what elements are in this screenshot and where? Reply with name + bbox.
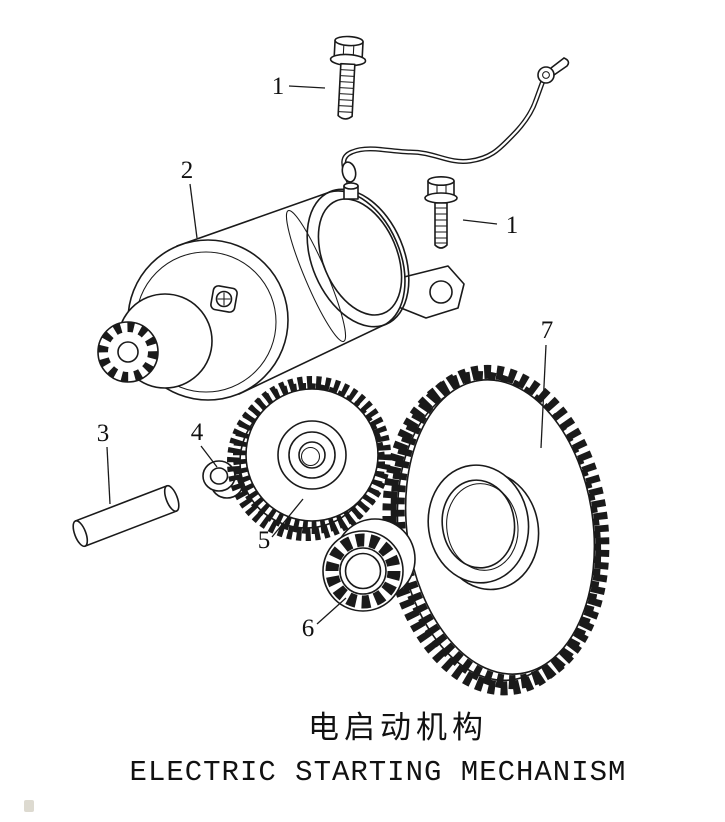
callout-number: 5 [258,527,271,554]
part-driven-gear [382,364,610,696]
pin-body [74,485,178,547]
spline-shaft-end [117,341,139,363]
gear7-bore [441,479,516,569]
callout-number: 6 [302,615,315,642]
bushing-bore [209,467,229,485]
gear5-bore [298,441,326,469]
screw-cross [217,292,231,306]
gear5-hub-ring-inner [288,431,336,479]
spline-teeth [98,322,158,382]
callout-driven-gear: 7 [540,317,554,449]
terminal-boot [341,161,357,183]
title-english: ELECTRIC STARTING MECHANISM [130,756,627,789]
leader-line [189,183,198,239]
callout-motor: 2 [181,157,198,239]
callout-bolt-lower: 1 [462,212,519,239]
bracket-hole [429,280,453,304]
callout-number: 3 [97,420,110,447]
bolt-flange [424,192,458,204]
gear5-teeth [233,376,391,534]
leader-line [271,498,304,538]
callout-pin: 3 [97,420,111,505]
part-one-way-clutch [322,518,416,612]
callout-number: 2 [181,157,194,184]
part-dowel-pin [72,484,180,548]
bolt-shank [337,62,356,120]
callout-bushing: 4 [191,419,218,468]
callout-bolt-upper: 1 [272,73,326,100]
motor-terminal-top [343,182,359,190]
clutch-inner-race [339,547,387,595]
wire-lead [341,57,570,193]
part-bolt-upper [329,35,367,120]
leader-line [316,597,347,625]
bolt-threads [434,207,448,244]
bolt-head-top [427,176,455,187]
motor-body-seam [285,209,347,343]
part-bolt-lower [424,176,458,249]
bolt-threads [337,69,356,113]
clutch-bore [344,552,382,590]
ring-terminal [537,66,555,84]
leader-line [200,445,218,468]
pin-end-far [163,484,180,512]
leader-line [106,446,111,505]
callout-number: 4 [191,419,204,446]
clutch-rollers [325,533,401,609]
gear5-bore-wall [300,446,321,467]
corner-watermark [24,800,34,812]
leader-line [540,344,547,449]
callout-one-way-clutch: 6 [302,597,347,642]
gear7-bore-wall [446,483,519,571]
bolt-head-top [334,35,364,47]
leader-line [288,85,326,89]
terminal-fork [550,57,570,76]
gear5-hub-ring [277,420,347,490]
callout-number: 1 [272,73,285,100]
motor-rear-cap [306,188,410,328]
part-idler-gear [227,376,391,541]
pin-end-near [72,520,89,548]
title-chinese: 电启动机构 [308,710,488,745]
ring-terminal-hole [542,71,550,79]
leader-line [462,219,498,225]
callout-idler-gear: 5 [258,498,304,554]
part-starter-motor [97,161,465,401]
wire-core [342,80,545,191]
callout-number: 1 [506,212,519,239]
callout-number: 7 [541,317,554,344]
